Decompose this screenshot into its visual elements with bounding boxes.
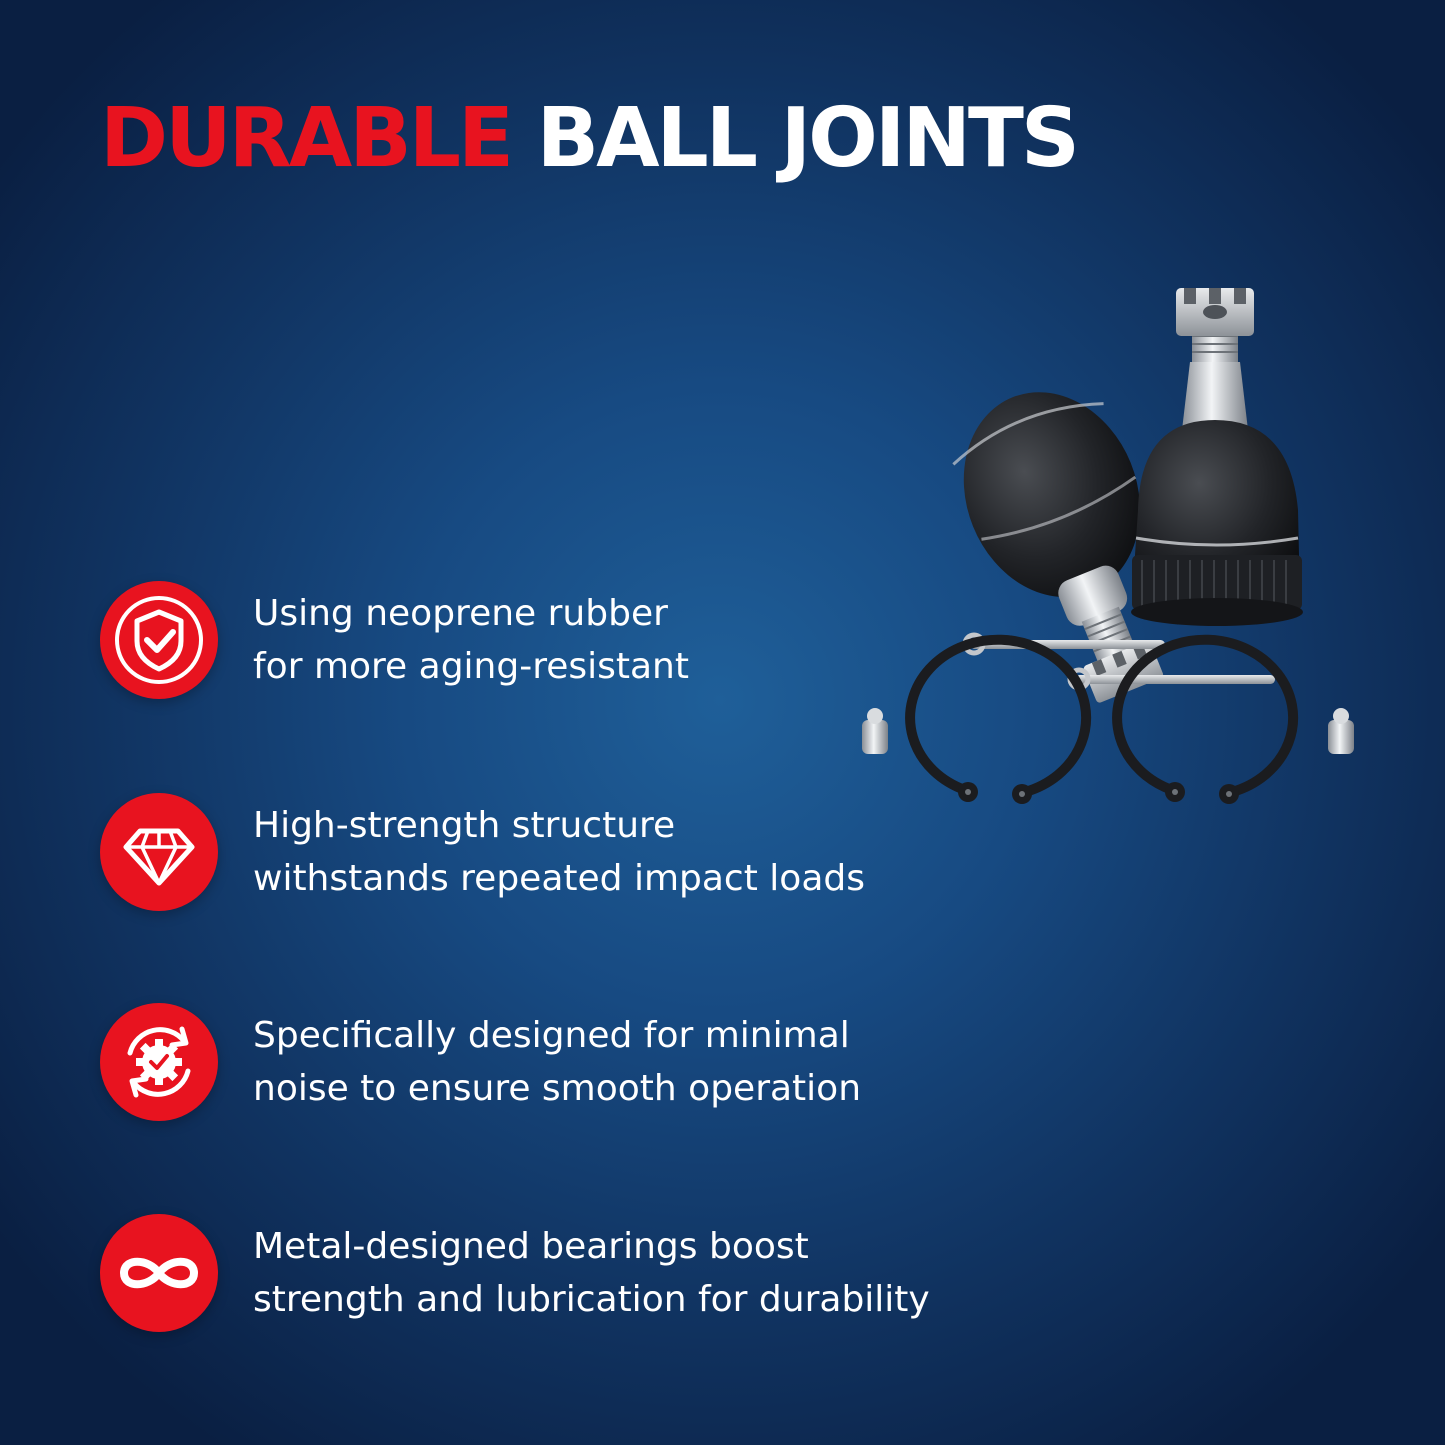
ball-joint-right <box>1131 288 1303 626</box>
feature-item-minimal-noise: Specifically designed for minimal noise … <box>100 1003 1100 1123</box>
page-title: DURABLE BALL JOINTS <box>100 98 1080 180</box>
feature-badge <box>100 1214 218 1332</box>
feature-text: Specifically designed for minimal noise … <box>253 1015 862 1109</box>
feature-text: High-strength structure withstands repea… <box>253 805 865 899</box>
ball-joint-left <box>952 392 1164 703</box>
feature-item-aging-resistant: Using neoprene rubber for more aging-res… <box>100 581 1100 701</box>
grease-fittings <box>862 708 1354 754</box>
title-highlight: DURABLE <box>100 91 514 186</box>
feature-badge <box>100 1003 218 1121</box>
snap-rings <box>905 634 1299 797</box>
feature-badge <box>100 581 218 699</box>
feature-item-high-strength: High-strength structure withstands repea… <box>100 793 1100 913</box>
feature-text: Metal-designed bearings boost strength a… <box>253 1226 930 1320</box>
diamond-icon <box>123 828 195 886</box>
feature-text: Using neoprene rubber for more aging-res… <box>253 593 689 687</box>
feature-item-metal-bearings: Metal-designed bearings boost strength a… <box>100 1214 1100 1334</box>
shield-check-icon <box>115 596 203 684</box>
ball-joint-kit-image <box>862 288 1354 804</box>
infinity-icon <box>120 1257 198 1289</box>
title-main: BALL JOINTS <box>536 91 1080 186</box>
gear-cycle-icon <box>127 1026 191 1098</box>
feature-badge <box>100 793 218 911</box>
